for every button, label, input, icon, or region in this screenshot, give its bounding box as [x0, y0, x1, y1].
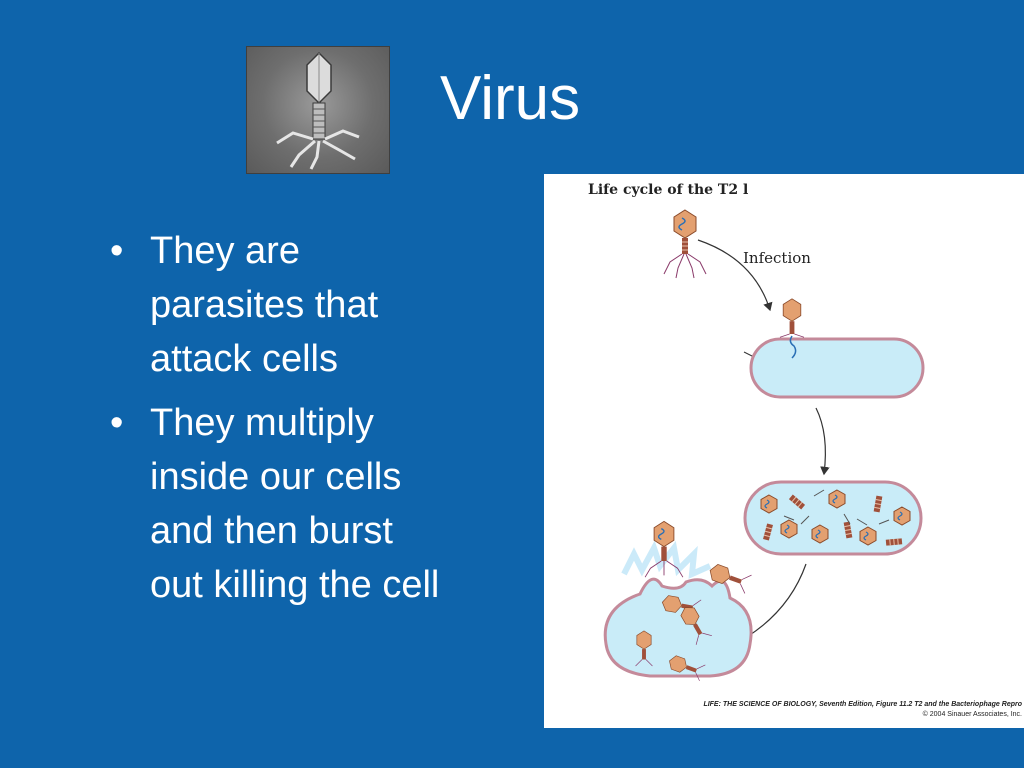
bullet-text: They multiply inside our cells and then … — [150, 402, 440, 606]
bullet-item: • They are parasites that attack cells — [110, 224, 450, 386]
life-cycle-figure: Life cycle of the T2 l Infection — [544, 174, 1024, 728]
slide-title: Virus — [440, 64, 581, 133]
credit-line-2: © 2004 Sinauer Associates, Inc. — [922, 711, 1022, 718]
life-cycle-diagram — [603, 209, 925, 681]
bullet-glyph: • — [110, 230, 124, 272]
bacteriophage-micrograph-icon — [276, 51, 360, 170]
bullet-text: They are parasites that attack cells — [150, 230, 379, 380]
figure-title: Life cycle of the T2 l — [588, 182, 749, 198]
bullet-list: • They are parasites that attack cells •… — [110, 224, 450, 622]
bullet-item: • They multiply inside our cells and the… — [110, 396, 450, 612]
bacteriophage-photo — [246, 46, 390, 174]
credit-line-1: LIFE: THE SCIENCE OF BIOLOGY, Seventh Ed… — [703, 701, 1022, 708]
infection-label: Infection — [743, 249, 811, 267]
figure-credit: LIFE: THE SCIENCE OF BIOLOGY, Seventh Ed… — [703, 700, 1022, 720]
bullet-glyph: • — [110, 402, 124, 444]
